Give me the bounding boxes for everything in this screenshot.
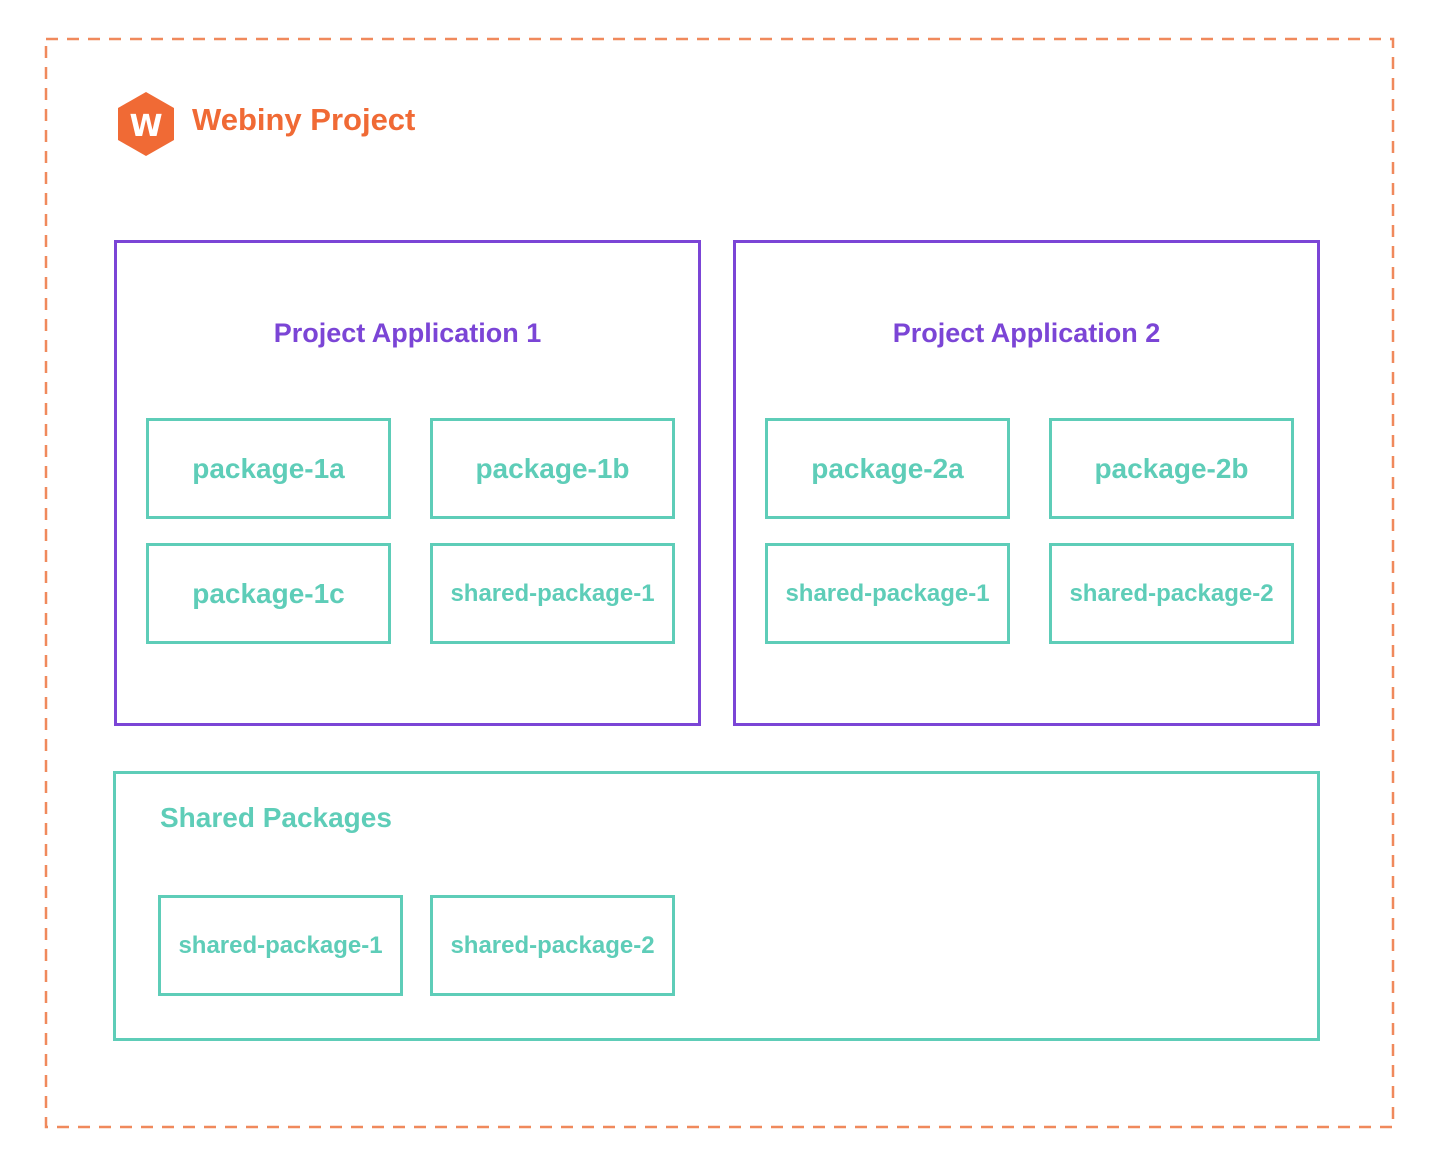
project-dashed-border	[44, 37, 1395, 1129]
package-box: package-1a	[146, 418, 391, 519]
project-application-2: Project Application 2 package-2a package…	[733, 240, 1320, 726]
package-box: package-2a	[765, 418, 1010, 519]
application-title: Project Application 1	[273, 318, 542, 348]
package-box: package-2b	[1049, 418, 1294, 519]
shared-packages-group: Shared Packages shared-package-1 shared-…	[113, 771, 1320, 1041]
project-application-1: Project Application 1 package-1a package…	[114, 240, 701, 726]
logo-letter: W	[129, 109, 162, 144]
package-box: package-1b	[430, 418, 675, 519]
project-frame: W Webiny Project Project Application 1 p…	[44, 37, 1395, 1129]
package-box: package-1c	[146, 543, 391, 644]
shared-package-box: shared-package-2	[1049, 543, 1294, 644]
shared-package-box: shared-package-1	[765, 543, 1010, 644]
shared-packages-title: Shared Packages	[160, 802, 392, 833]
application-title: Project Application 2	[892, 318, 1161, 348]
shared-package-box: shared-package-1	[158, 895, 403, 996]
webiny-logo-icon: W	[115, 90, 177, 158]
project-title: Webiny Project	[192, 102, 416, 137]
shared-package-box: shared-package-2	[430, 895, 675, 996]
shared-package-box: shared-package-1	[430, 543, 675, 644]
